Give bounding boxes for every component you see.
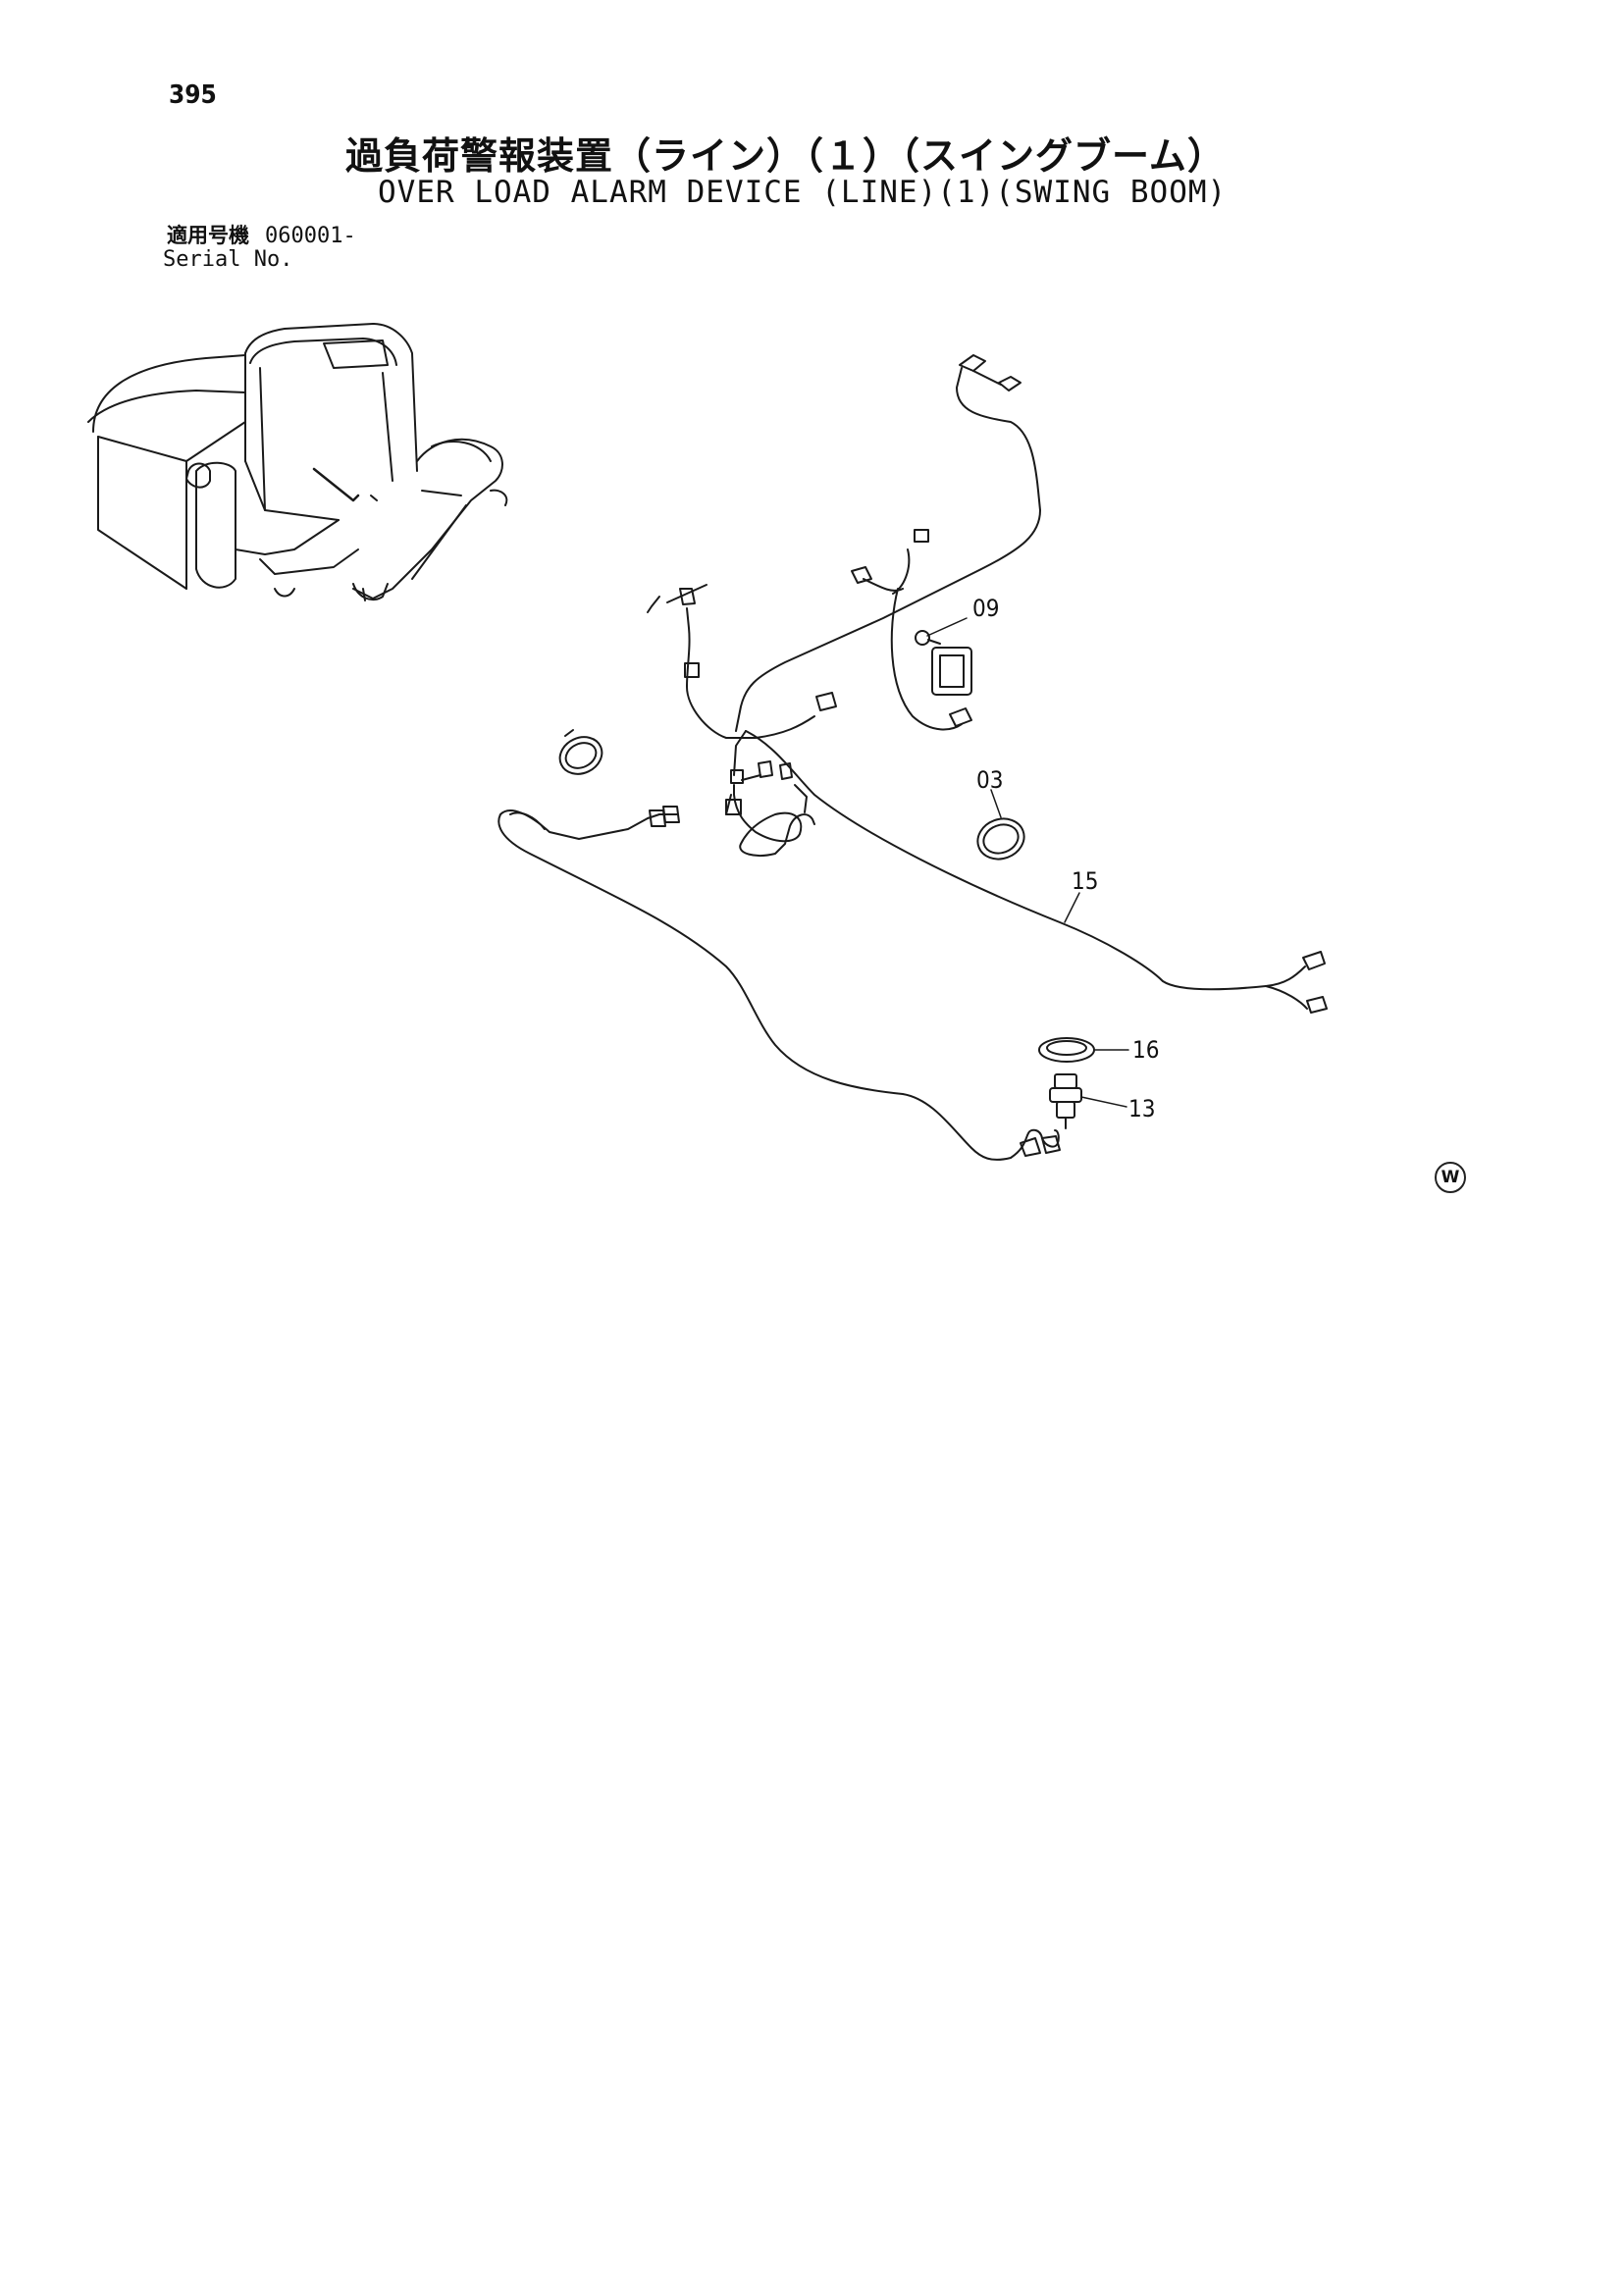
callout-15: 15 xyxy=(1072,867,1098,895)
callout-13: 13 xyxy=(1128,1095,1155,1122)
machine-overview-illustration xyxy=(87,323,508,601)
serial-value: 060001- xyxy=(265,224,356,248)
callout-09: 09 xyxy=(972,595,999,622)
page-number: 395 xyxy=(169,80,217,110)
w-circle-mark: W xyxy=(1435,1162,1466,1193)
part-03-clamp xyxy=(976,789,1025,861)
clamp-left xyxy=(558,729,603,775)
page-title-japanese: 過負荷警報装置（ライン）（１）（スイングブーム） xyxy=(345,134,1226,178)
part-13-sensor xyxy=(1049,1073,1127,1129)
serial-label-japanese: 適用号機 xyxy=(167,224,249,247)
part-09-switch xyxy=(915,617,972,696)
callout-03: 03 xyxy=(976,766,1003,794)
leader-15 xyxy=(1064,892,1080,923)
callout-16: 16 xyxy=(1132,1036,1159,1064)
part-16-ring xyxy=(1038,1037,1129,1063)
serial-number-block: 適用号機 060001- Serial No. xyxy=(163,224,356,272)
serial-label-english: Serial No. xyxy=(163,247,293,272)
wire-harness-15 xyxy=(498,354,1328,1161)
page-title-english: OVER LOAD ALARM DEVICE (LINE)(1)(SWING B… xyxy=(378,175,1228,210)
